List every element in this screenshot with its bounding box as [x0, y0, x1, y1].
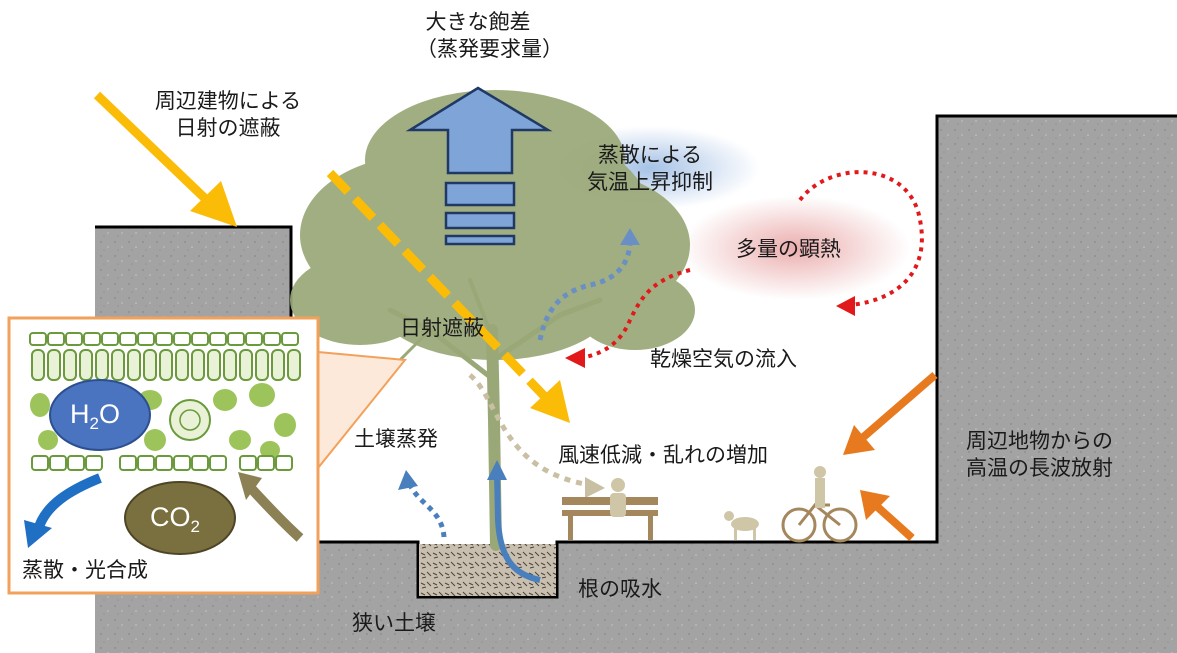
label-vapor-deficit: 大きな飽差 （蒸発要求量） — [416, 9, 563, 63]
label-solar-shading: 日射遮蔽 — [400, 316, 484, 340]
dry-air-arrow — [579, 268, 691, 360]
vapor-demand-arrow — [405, 86, 553, 246]
longwave-line2: 高温の長波放射 — [966, 456, 1113, 480]
longwave-arrow-upper — [843, 425, 875, 455]
co2-intake-arrow — [238, 472, 262, 500]
label-wind-reduction: 風速低減・乱れの増加 — [558, 443, 768, 467]
label-dry-air-inflow: 乾燥空気の流入 — [650, 347, 797, 371]
label-root-uptake: 根の吸水 — [578, 577, 662, 601]
root-uptake-flow — [494, 474, 541, 583]
soil-evaporation-flow — [407, 483, 447, 538]
label-narrow-soil: 狭い土壌 — [352, 611, 436, 635]
heat-glow — [680, 196, 910, 300]
co2-label: CO2 — [150, 502, 200, 536]
vapor-deficit-line2: （蒸発要求量） — [416, 37, 563, 61]
transpiration-arrow — [24, 520, 52, 548]
label-transpiration-cooling: 蒸散による 気温上昇抑制 — [565, 142, 735, 196]
ground-and-buildings — [95, 116, 1177, 653]
leaf-inset — [7, 316, 407, 595]
wind-flow — [468, 373, 591, 488]
transpiration-cooling-line2: 気温上昇抑制 — [587, 170, 713, 194]
label-longwave: 周辺地物からの 高温の長波放射 — [966, 428, 1113, 482]
co2-bubble — [124, 481, 236, 555]
vapor-deficit-line1: 大きな飽差 — [425, 10, 531, 34]
transpiration-cooling-line1: 蒸散による — [597, 143, 703, 167]
h2o-bubble — [49, 379, 151, 451]
dog — [724, 511, 759, 540]
soil-pit — [419, 544, 556, 596]
h2o-label: H2O — [70, 399, 120, 433]
bench-person — [562, 478, 658, 540]
label-building-shade: 周辺建物による 日射の遮蔽 — [128, 88, 328, 142]
label-transpiration-photosynthesis: 蒸散・光合成 — [22, 558, 148, 582]
label-sensible-heat: 多量の顕熱 — [736, 237, 841, 261]
transpiration-flow — [537, 239, 633, 341]
longwave-arrow-lower — [860, 490, 890, 520]
heat-loop-arrow — [798, 170, 924, 307]
bicycle-rider — [781, 466, 858, 543]
building-shade-line1: 周辺建物による — [154, 89, 302, 113]
building-shade-arrow — [190, 181, 237, 227]
label-soil-evaporation: 土壌蒸発 — [354, 427, 438, 451]
longwave-line1: 周辺地物からの — [966, 429, 1113, 453]
building-shade-line2: 日射の遮蔽 — [175, 116, 281, 140]
canopy-shade-arrow — [530, 380, 570, 423]
